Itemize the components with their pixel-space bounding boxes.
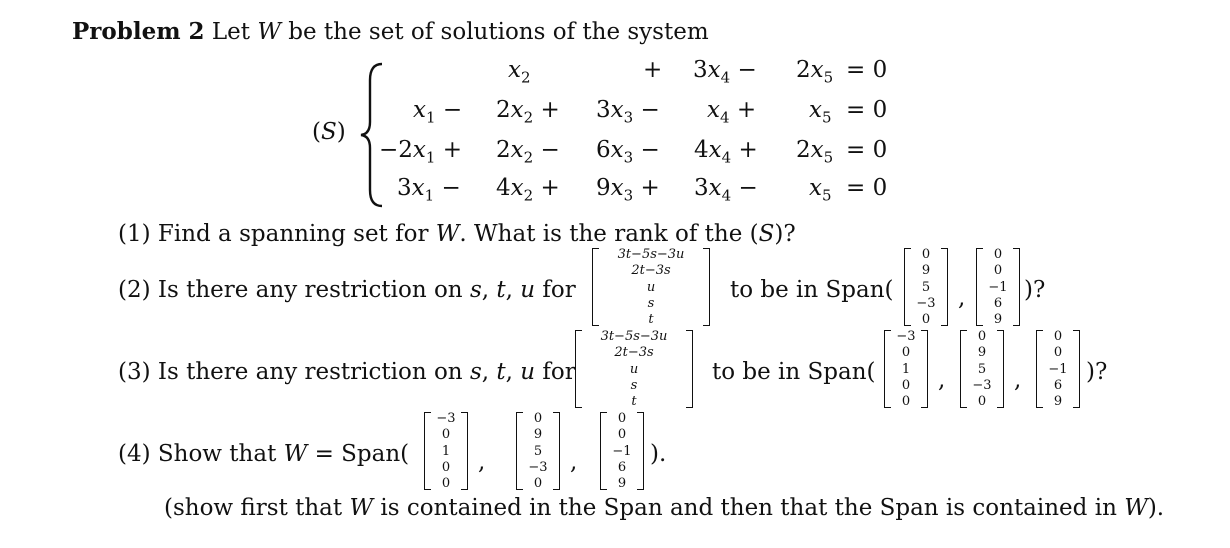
question-4-text: (4) Show that W = Span( [118,441,410,467]
vec-entry: 3t−5s−3u [617,247,685,262]
vector-v1-q4: −3 0 1 0 0 [424,412,468,490]
problem-heading: Problem 2 Let W be the set of solutions … [72,18,709,46]
vec-entry: s [647,295,655,311]
question-4-note: (show first that W is contained in the S… [164,495,1165,521]
vec-entry: 2t−3s [631,263,671,279]
vec-entry: 3t−5s−3u [600,329,668,344]
question-2-span-label: to be in Span( [730,277,894,303]
question-2-text: (2) Is there any restriction on s, t, u … [118,277,576,303]
vector-stu-q2: 3t−5s−3u 2t−3s u s t [592,248,710,326]
system-name: (S) [312,119,346,145]
question-1: (1) Find a spanning set for W. What is t… [118,221,796,247]
comma: , [478,449,486,475]
question-3-span-label: to be in Span( [712,359,876,385]
comma: , [938,367,946,393]
comma: , [570,449,578,475]
vec-entry: t [648,312,654,327]
vec-entry: u [629,361,639,377]
vec-entry: 2t−3s [614,345,654,361]
left-brace [360,62,383,208]
question-4-end: ). [650,441,667,467]
vec-entry: u [646,279,656,295]
question-2-end: )? [1024,277,1046,303]
vector-v3-q2: 0 0 −1 6 9 [976,248,1020,326]
question-3-text: (3) Is there any restriction on s, t, u … [118,359,576,385]
comma: , [958,285,966,311]
comma: , [1014,367,1022,393]
vector-v3-q4: 0 0 −1 6 9 [600,412,644,490]
vector-v2-q2: 0 9 5 −3 0 [904,248,948,326]
problem-label: Problem 2 [72,18,205,45]
vector-v2-q4: 0 9 5 −3 0 [516,412,560,490]
vector-v2-q3: 0 9 5 −3 0 [960,330,1004,408]
question-3-end: )? [1086,359,1108,385]
vector-stu-q3: 3t−5s−3u 2t−3s u s t [575,330,693,408]
problem-intro: Let W be the set of solutions of the sys… [211,19,709,45]
vector-v1-q3: −3 0 1 0 0 [884,330,928,408]
vector-v3-q3: 0 0 −1 6 9 [1036,330,1080,408]
vec-entry: s [630,377,638,393]
vec-entry: t [631,394,637,409]
